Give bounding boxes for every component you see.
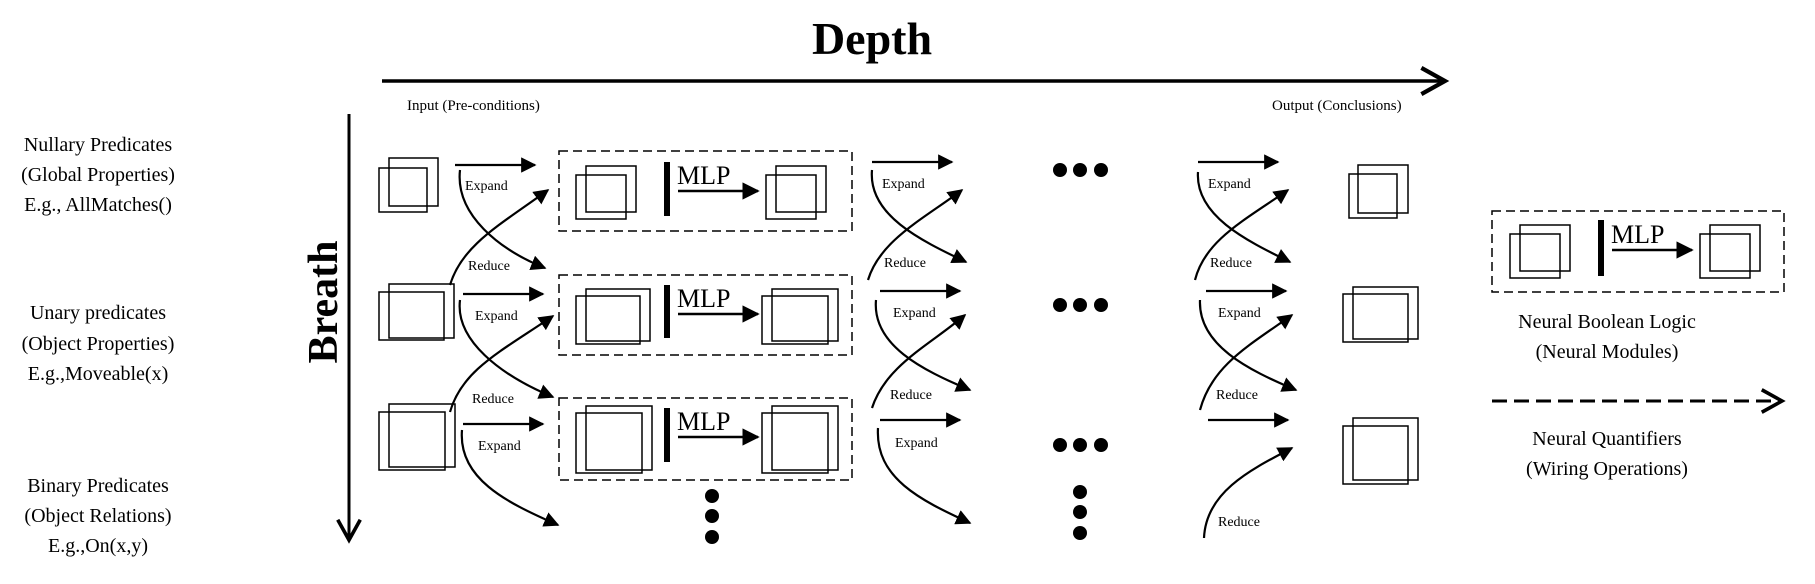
input-tensor-nullary (378, 157, 439, 213)
predicate-unary-kind: (Object Properties) (22, 333, 175, 355)
depth-title: Depth (812, 13, 932, 64)
wiring-block-2 (866, 154, 972, 525)
mlp-label: MLP (1611, 220, 1664, 249)
reduce-label: Reduce (1210, 256, 1252, 271)
reduce-label: Reduce (472, 392, 514, 407)
output-tensor-nullary (1348, 164, 1409, 219)
predicate-label-binary: Binary Predicates (Object Relations) E.g… (24, 475, 171, 557)
output-label: Output (Conclusions) (1272, 98, 1402, 114)
mlp-module-binary: MLP (558, 397, 853, 481)
predicate-unary-example: E.g.,Moveable(x) (28, 363, 169, 385)
horizontal-ellipsis-binary (1053, 438, 1108, 452)
reduce-label: Reduce (468, 259, 510, 274)
input-tensor-binary (378, 403, 456, 471)
legend-quantifier-subtitle: (Wiring Operations) (1526, 458, 1688, 480)
input-tensor-unary (378, 283, 455, 341)
mlp-label: MLP (677, 284, 730, 313)
expand-label: Expand (882, 177, 925, 192)
predicate-label-nullary: Nullary Predicates (Global Properties) E… (21, 134, 175, 216)
mlp-module-nullary: MLP (558, 150, 853, 232)
wiring-block-1 (448, 157, 560, 527)
horizontal-ellipsis-nullary (1053, 163, 1108, 177)
expand-label: Expand (1218, 306, 1261, 321)
predicate-nullary-example: E.g., AllMatches() (24, 194, 172, 216)
predicate-binary-example: E.g.,On(x,y) (48, 535, 148, 557)
expand-label: Expand (895, 436, 938, 451)
predicate-nullary-kind: (Global Properties) (21, 164, 175, 186)
predicate-unary-name: Unary predicates (30, 302, 166, 324)
reduce-label: Reduce (884, 256, 926, 271)
vertical-ellipsis (1073, 485, 1087, 540)
breadth-axis-label: Breath (301, 241, 347, 364)
expand-label: Expand (478, 439, 521, 454)
vertical-ellipsis (705, 489, 719, 544)
legend-logic-title: Neural Boolean Logic (1518, 311, 1696, 333)
input-label: Input (Pre-conditions) (407, 98, 540, 114)
reduce-label: Reduce (1218, 515, 1260, 530)
wiring-block-3 (1193, 154, 1298, 539)
expand-label: Expand (465, 179, 508, 194)
horizontal-ellipsis-unary (1053, 298, 1108, 312)
expand-label: Expand (475, 309, 518, 324)
legend-logic-subtitle: (Neural Modules) (1536, 341, 1679, 363)
expand-label: Expand (1208, 177, 1251, 192)
predicate-binary-name: Binary Predicates (27, 475, 169, 497)
output-tensor-unary (1342, 286, 1419, 343)
predicate-binary-kind: (Object Relations) (24, 505, 171, 527)
mlp-label: MLP (677, 407, 730, 436)
predicate-label-unary: Unary predicates (Object Properties) E.g… (22, 302, 175, 385)
legend-quantifier-title: Neural Quantifiers (1532, 428, 1682, 450)
output-tensor-binary (1342, 417, 1419, 485)
legend-neural-module: MLP (1491, 210, 1785, 293)
expand-label: Expand (893, 306, 936, 321)
mlp-module-unary: MLP (558, 274, 853, 356)
predicate-nullary-name: Nullary Predicates (24, 134, 172, 156)
mlp-label: MLP (677, 161, 730, 190)
reduce-label: Reduce (1216, 388, 1258, 403)
reduce-label: Reduce (890, 388, 932, 403)
